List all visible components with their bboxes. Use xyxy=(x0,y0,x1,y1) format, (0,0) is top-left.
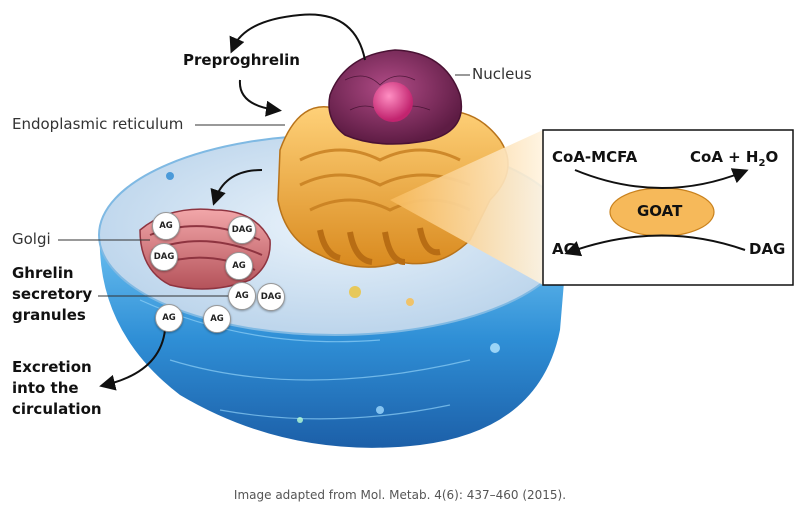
granule-dag: DAG xyxy=(150,243,178,271)
coa-h2o-label: CoA + H2O xyxy=(690,148,779,169)
image-credit: Image adapted from Mol. Metab. 4(6): 437… xyxy=(233,488,567,502)
coa-mcfa-label: CoA-MCFA xyxy=(552,148,638,166)
granule-ag: AG xyxy=(228,282,256,310)
granules-label: Ghrelin secretory granules xyxy=(12,264,93,324)
nucleus xyxy=(328,49,463,145)
preproghrelin-label: Preproghrelin xyxy=(183,51,300,69)
dag-label: DAG xyxy=(749,240,786,258)
granule-ag: AG xyxy=(152,212,180,240)
granule-dag: DAG xyxy=(228,216,256,244)
golgi-label: Golgi xyxy=(12,230,51,248)
goat-label: GOAT xyxy=(637,202,683,220)
granule-dag: DAG xyxy=(257,283,285,311)
excretion-label: Excretion into the circulation xyxy=(12,358,102,418)
annotation-lines xyxy=(58,13,470,391)
er-label: Endoplasmic reticulum xyxy=(12,115,184,133)
ag-label: AG xyxy=(552,240,576,258)
granule-ag: AG xyxy=(155,304,183,332)
granule-ag: AG xyxy=(203,305,231,333)
nucleus-label: Nucleus xyxy=(472,65,532,83)
goat-callout xyxy=(390,129,794,286)
granule-ag: AG xyxy=(225,252,253,280)
